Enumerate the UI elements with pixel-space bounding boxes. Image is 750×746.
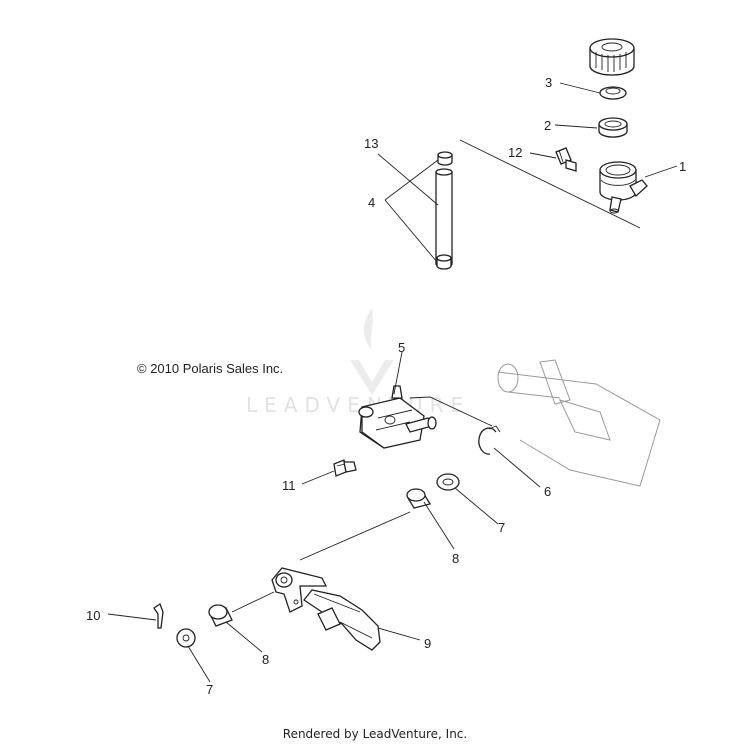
- pedal-route-line: [299, 511, 411, 561]
- reservoir-cap: [589, 38, 635, 76]
- part-11-bolt: [333, 459, 357, 477]
- part-8-bushing-lower: [208, 604, 233, 627]
- part-6-snap-ring: [478, 425, 501, 455]
- part-4-clamp-upper: [437, 151, 453, 166]
- callout-6: 6: [544, 484, 551, 499]
- footer-credit: Rendered by LeadVenture, Inc.: [282, 727, 468, 741]
- callout-13: 13: [364, 136, 378, 151]
- lower-guide-line: [231, 591, 275, 613]
- part-2-plate: [598, 117, 628, 138]
- callout-7-upper: 7: [498, 520, 505, 535]
- part-1-reservoir: [599, 161, 648, 214]
- hose-route-line: [459, 139, 641, 229]
- copyright-notice: © 2010 Polaris Sales Inc.: [137, 361, 284, 376]
- callout-8-upper: 8: [452, 551, 459, 566]
- part-4-clamp-lower: [436, 254, 452, 270]
- callout-4: 4: [368, 195, 375, 210]
- callout-1: 1: [679, 159, 686, 174]
- callout-3: 3: [545, 75, 552, 90]
- part-3-diaphragm: [599, 86, 627, 100]
- part-8-bushing-upper: [406, 488, 432, 509]
- watermark-text: LEADVENTURE: [246, 393, 470, 417]
- leader-lines: [107, 82, 678, 683]
- part-9-brake-pedal: [271, 567, 381, 651]
- callout-9: 9: [424, 636, 431, 651]
- part-7-washer-upper: [436, 473, 460, 491]
- callout-10: 10: [86, 608, 100, 623]
- frame-ghost: [497, 359, 661, 487]
- part-12-fitting: [555, 147, 577, 172]
- callout-2: 2: [544, 118, 551, 133]
- part-10-cotter-pin: [153, 603, 164, 629]
- callout-12: 12: [508, 145, 522, 160]
- callout-11: 11: [282, 478, 296, 493]
- callout-5: 5: [398, 340, 405, 355]
- part-5-master-cylinder: [358, 385, 437, 449]
- part-13-hose: [435, 168, 453, 268]
- callout-8-lower: 8: [262, 652, 269, 667]
- callout-7-lower: 7: [206, 682, 213, 697]
- cylinder-guide-line: [409, 396, 493, 427]
- part-7-washer-lower: [176, 628, 196, 648]
